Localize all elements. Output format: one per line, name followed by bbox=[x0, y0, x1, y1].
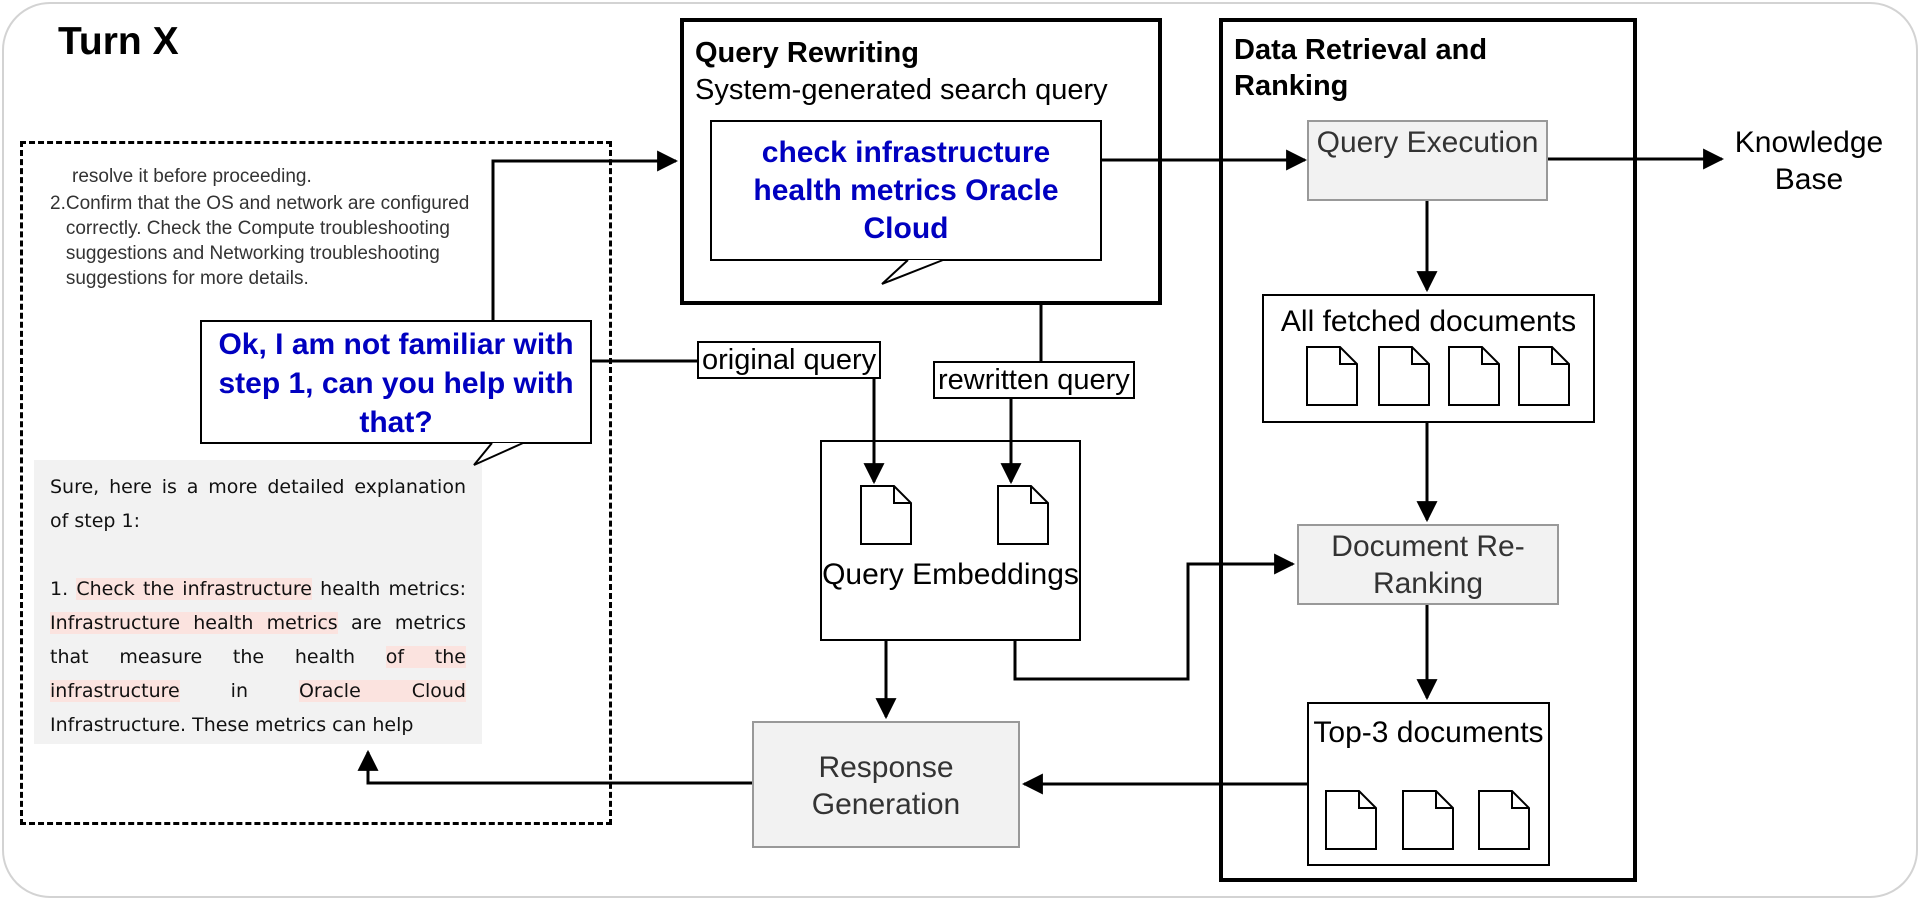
previous-response-lead: resolve it before proceeding. bbox=[72, 166, 312, 187]
arrow-generation-to-chat bbox=[357, 749, 752, 785]
rewritten-query-bubble: check infrastructure health metrics Orac… bbox=[710, 120, 1102, 261]
assistant-response: Sure, here is a more detailed explanatio… bbox=[34, 460, 482, 744]
data-retrieval-box bbox=[1219, 18, 1637, 882]
document-icon bbox=[1306, 346, 1358, 406]
response-generation-box: Response Generation bbox=[752, 721, 1020, 848]
query-rewriting-title: Query Rewriting bbox=[695, 37, 919, 69]
arrow-embeddings-to-reranking bbox=[1013, 553, 1296, 681]
highlight-infrastructure-health-metrics: Infrastructure health metrics bbox=[50, 612, 338, 634]
previous-item-number: 2. bbox=[50, 193, 66, 214]
highlight-check-infrastructure: Check the infrastructure bbox=[76, 578, 312, 600]
document-icon bbox=[1325, 790, 1377, 850]
previous-response: resolve it before proceeding. 2. Confirm… bbox=[50, 164, 480, 291]
rewritten-bubble-tail bbox=[881, 259, 944, 285]
assistant-step-1: 1. Check the infrastructure health metri… bbox=[50, 578, 466, 736]
top3-documents-label: Top-3 documents bbox=[1313, 716, 1544, 749]
conversation-area bbox=[20, 141, 612, 825]
previous-response-item: 2. Confirm that the OS and network are c… bbox=[50, 191, 480, 291]
query-embeddings-label: Query Embeddings bbox=[822, 558, 1079, 591]
highlight-oracle-cloud: Oracle Cloud bbox=[298, 680, 466, 702]
knowledge-base-label: Knowledge Base bbox=[1734, 126, 1884, 196]
document-icon bbox=[860, 485, 912, 545]
assistant-intro: Sure, here is a more detailed explanatio… bbox=[50, 476, 466, 532]
rewritten-query-label: rewritten query bbox=[933, 361, 1135, 399]
document-icon bbox=[1378, 346, 1430, 406]
previous-item-text: Confirm that the OS and network are conf… bbox=[65, 193, 470, 289]
arrow-user-to-rewriting bbox=[491, 150, 679, 320]
document-icon bbox=[1448, 346, 1500, 406]
query-rewriting-subtitle: System-generated search query bbox=[695, 74, 1108, 106]
turn-title: Turn X bbox=[58, 20, 179, 63]
data-retrieval-title: Data Retrieval and Ranking bbox=[1234, 34, 1488, 102]
query-execution-box: Query Execution bbox=[1307, 120, 1548, 201]
all-fetched-documents-label: All fetched documents bbox=[1280, 305, 1577, 338]
original-query-label: original query bbox=[697, 341, 882, 379]
document-icon bbox=[1518, 346, 1570, 406]
user-message-bubble: Ok, I am not familiar with step 1, can y… bbox=[200, 320, 592, 444]
document-reranking-box: Document Re-Ranking bbox=[1297, 524, 1559, 605]
document-icon bbox=[1402, 790, 1454, 850]
user-bubble-tail bbox=[473, 442, 524, 466]
document-icon bbox=[1478, 790, 1530, 850]
document-icon bbox=[997, 485, 1049, 545]
